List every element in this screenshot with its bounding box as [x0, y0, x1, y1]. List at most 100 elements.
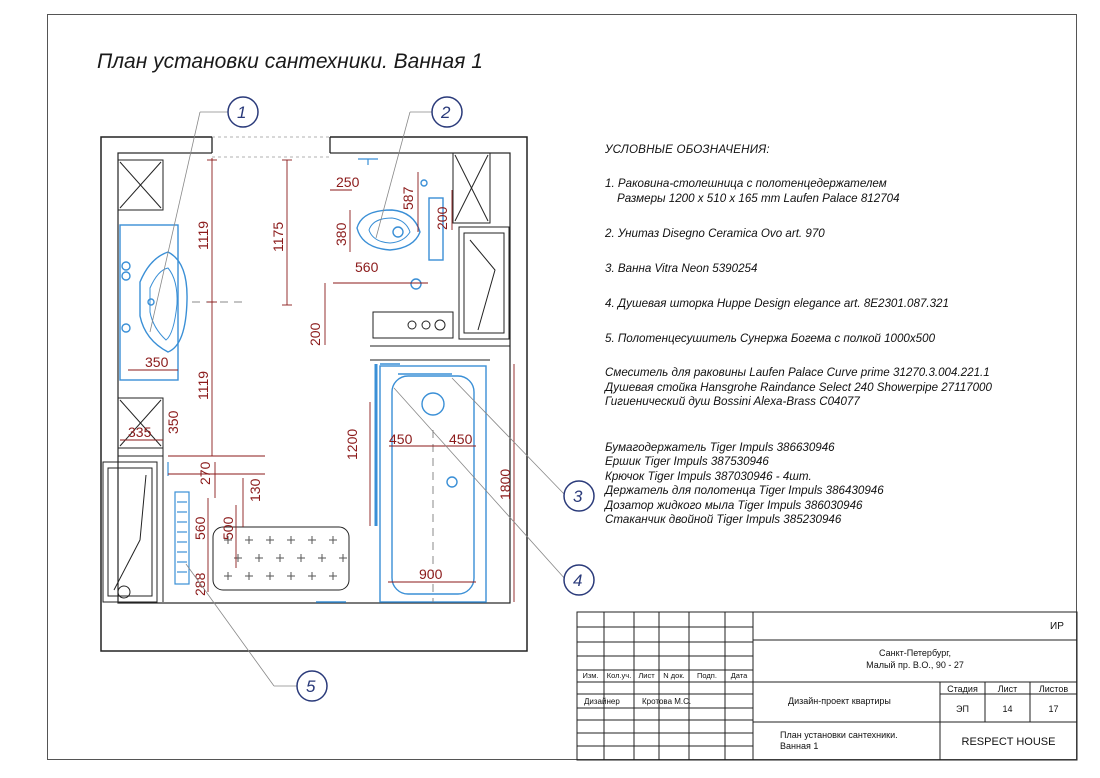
- mat-cross: [329, 572, 337, 580]
- tb-address-line1: Санкт-Петербург,: [879, 648, 951, 658]
- tb-role: Дизайнер: [584, 697, 620, 706]
- dim-130: 130: [247, 478, 263, 502]
- dim-1800: 1800: [497, 469, 513, 500]
- dim-587: 587: [400, 186, 416, 210]
- mat-cross: [224, 572, 232, 580]
- tb-project: Дизайн-проект квартиры: [788, 696, 891, 706]
- dim-560-wc: 560: [355, 259, 379, 275]
- tb-sheet-label: Лист: [997, 684, 1018, 694]
- dim-1200: 1200: [344, 429, 360, 460]
- dim-1119-top: 1119: [195, 221, 211, 250]
- accessory-line: Ершик Tiger Impuls 387530946: [605, 455, 769, 468]
- mat-cross: [245, 572, 253, 580]
- tb-col-ndok: N док.: [663, 671, 685, 680]
- dim-350-sink: 350: [145, 354, 169, 370]
- callout-5-label: 5: [306, 677, 316, 696]
- legend-item-1-line2: Размеры 1200 х 510 х 165 mm Laufen Palac…: [617, 192, 900, 205]
- accessory-line: Дозатор жидкого мыла Tiger Impuls 386030…: [605, 498, 863, 512]
- callout-leaders: [149, 111, 567, 687]
- toilet: [356, 179, 444, 290]
- tb-company: RESPECT HOUSE: [961, 736, 1056, 748]
- mixer-line: Гигиенический душ Bossini Alexa-Brass C0…: [605, 395, 860, 408]
- mat-cross: [308, 536, 316, 544]
- tb-code: ИР: [1050, 621, 1064, 632]
- tb-col-koluch: Кол.уч.: [606, 671, 632, 680]
- dim-900: 900: [419, 566, 443, 582]
- accessory-line: Держатель для полотенца Tiger Impuls 386…: [605, 484, 884, 497]
- tb-address-line2: Малый пр. В.О., 90 - 27: [866, 660, 964, 670]
- tb-col-podp: Подп.: [697, 671, 717, 680]
- tb-drawing-line2: Ванная 1: [780, 741, 819, 751]
- dim-250: 250: [336, 174, 360, 190]
- mat-cross: [329, 536, 337, 544]
- mat-cross: [245, 536, 253, 544]
- drawing-title: План установки сантехники. Ванная 1: [97, 50, 483, 73]
- dim-450-right: 450: [449, 431, 473, 447]
- wall-mount-tap: [358, 158, 378, 165]
- mixer-line: Смеситель для раковины Laufen Palace Cur…: [605, 366, 990, 379]
- dim-200-right: 200: [434, 206, 450, 230]
- legend-accessories: Бумагодержатель Tiger Impuls 386630946 Е…: [605, 441, 1075, 528]
- tb-stage: ЭП: [956, 704, 969, 714]
- mat-pattern: [224, 536, 347, 580]
- callout-1: 1: [227, 96, 259, 128]
- legend-header: УСЛОВНЫЕ ОБОЗНАЧЕНИЯ:: [605, 143, 770, 156]
- dim-380: 380: [333, 222, 349, 246]
- cabinet-left-bottom: [102, 461, 158, 603]
- tb-person: Кротова М.С.: [642, 697, 692, 706]
- tb-col-list: Лист: [638, 671, 655, 680]
- sink-countertop: [119, 224, 188, 381]
- accessory-line: Стаканчик двойной Tiger Impuls 385230946: [605, 513, 842, 526]
- shaft-top-right: [452, 152, 491, 224]
- legend-item-1-line1: 1. Раковина-столешница с полотенцедержат…: [605, 177, 887, 190]
- tb-stage-label: Стадия: [947, 684, 978, 694]
- shaft-top-left: [117, 159, 164, 211]
- accessory-line: Бумагодержатель Tiger Impuls 386630946: [605, 440, 835, 454]
- legend: УСЛОВНЫЕ ОБОЗНАЧЕНИЯ: 1. Раковина-столеш…: [605, 143, 1075, 528]
- dim-560-dryer: 560: [192, 516, 208, 540]
- callout-3-label: 3: [573, 487, 583, 506]
- tb-sheets: 17: [1048, 704, 1059, 714]
- dim-335: 335: [128, 424, 152, 440]
- mat-cross: [234, 554, 242, 562]
- dim-270: 270: [197, 461, 213, 485]
- dim-500: 500: [220, 516, 236, 540]
- mat-cross: [224, 536, 232, 544]
- tb-sheets-label: Листов: [1038, 684, 1069, 694]
- mat-cross: [276, 554, 284, 562]
- outer-wall: [100, 136, 528, 652]
- callout-2: 2: [431, 96, 463, 128]
- dim-200-left: 200: [307, 322, 323, 346]
- mat-cross: [308, 572, 316, 580]
- callout-4: 4: [563, 564, 595, 596]
- dim-1119-bottom: 1119: [195, 371, 211, 400]
- mat-cross: [318, 554, 326, 562]
- mixer-line: Душевая стойка Hansgrohe Raindance Selec…: [605, 380, 992, 394]
- legend-mixers: Смеситель для раковины Laufen Palace Cur…: [605, 366, 1075, 410]
- mat-cross: [266, 572, 274, 580]
- door-opening: [212, 132, 330, 158]
- dimension-labels: 1119 1175 250 587 380 560 200 200 350 11…: [128, 174, 513, 596]
- callout-5: 5: [296, 670, 328, 702]
- tb-sheet: 14: [1002, 704, 1013, 714]
- legend-item-bathtub: 3. Ванна Vitra Neon 5390254: [605, 262, 758, 275]
- callout-1-label: 1: [237, 103, 246, 122]
- mat-cross: [297, 554, 305, 562]
- mat-cross: [287, 572, 295, 580]
- callout-3: 3: [563, 480, 595, 512]
- walls: [100, 136, 528, 652]
- towel-dryer: [167, 462, 190, 585]
- legend-item-sink: 1. Раковина-столешница с полотенцедержат…: [605, 176, 1075, 206]
- sheet-frame: [47, 14, 1077, 760]
- legend-item-curtain: 4. Душевая шторка Huppe Design elegance …: [605, 297, 949, 310]
- mat-cross: [255, 554, 263, 562]
- legend-item-towel-dryer: 5. Полотенцесушитель Сунержа Богема с по…: [605, 332, 936, 345]
- callout-2-label: 2: [440, 103, 451, 122]
- tb-col-data: Дата: [730, 671, 748, 680]
- dim-350-box: 350: [165, 410, 181, 434]
- callout-4-label: 4: [573, 571, 582, 590]
- title-block-grid: [576, 611, 1078, 761]
- mat-cross: [266, 536, 274, 544]
- dim-450-left: 450: [389, 431, 413, 447]
